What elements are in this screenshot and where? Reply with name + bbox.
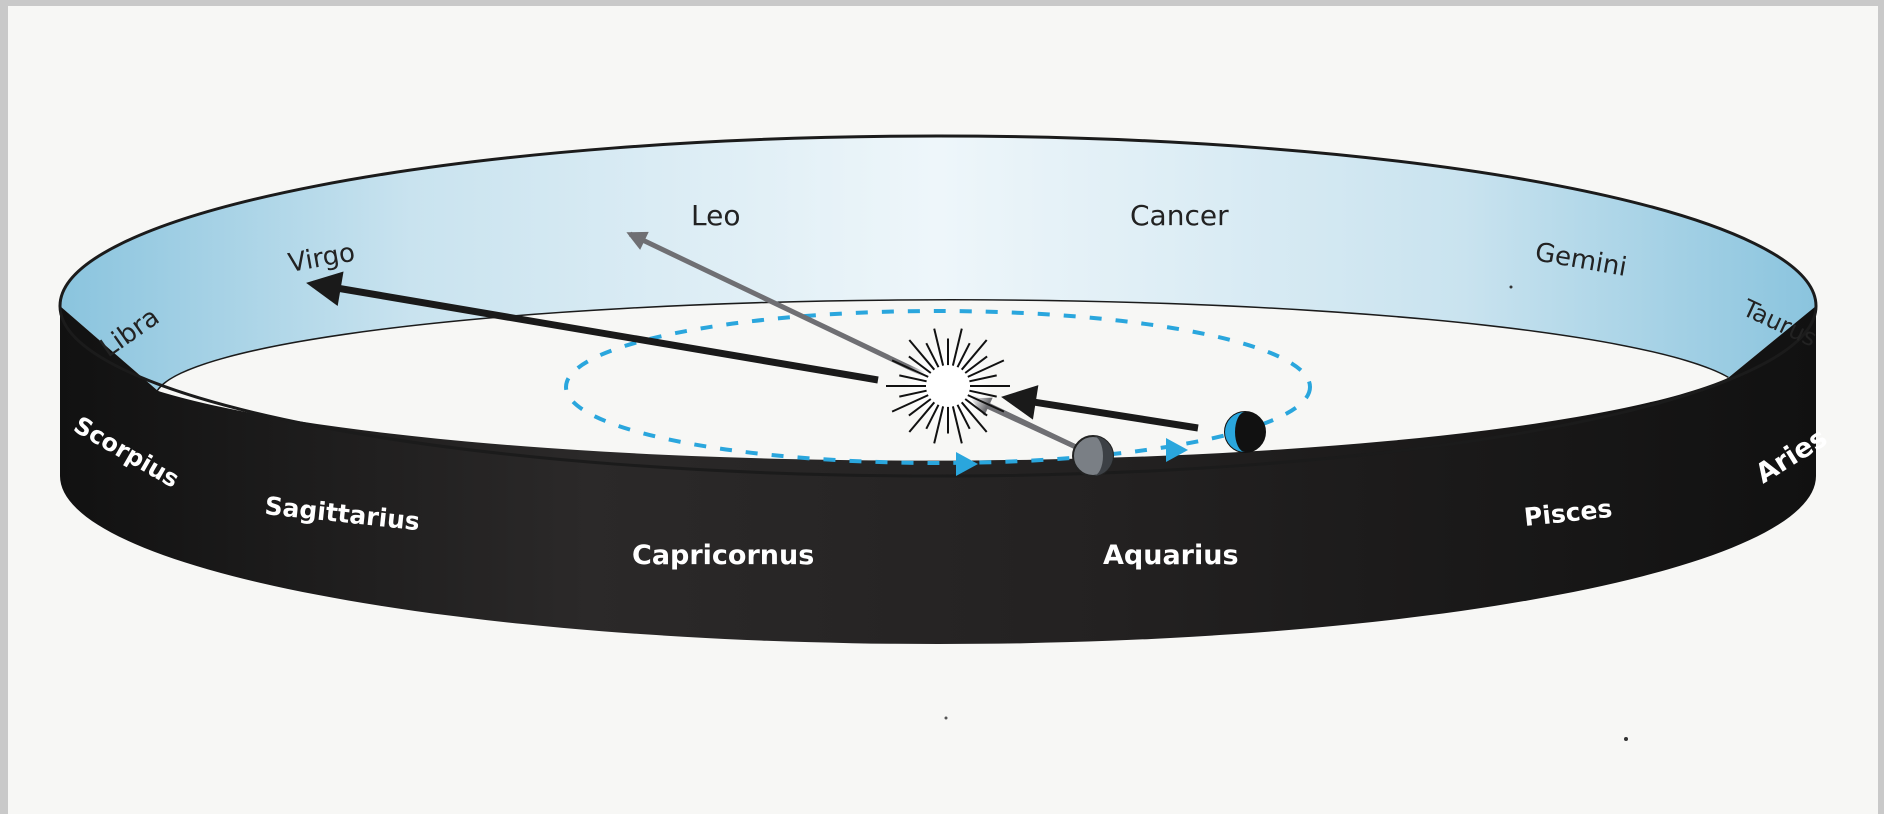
speck — [1624, 737, 1628, 741]
label-leo: Leo — [691, 199, 740, 232]
label-cancer: Cancer — [1130, 199, 1229, 232]
earth-icon-position-1 — [1073, 436, 1113, 476]
zodiac-diagram-page: Libra Virgo Leo Cancer Gemini Taurus Sco… — [8, 6, 1878, 814]
label-capricornus: Capricornus — [632, 540, 814, 571]
speck — [945, 717, 948, 720]
earth-icon-position-2 — [1225, 412, 1265, 452]
speck — [1510, 286, 1513, 289]
zodiac-band-diagram: Libra Virgo Leo Cancer Gemini Taurus Sco… — [8, 6, 1878, 814]
label-aquarius: Aquarius — [1103, 540, 1239, 571]
